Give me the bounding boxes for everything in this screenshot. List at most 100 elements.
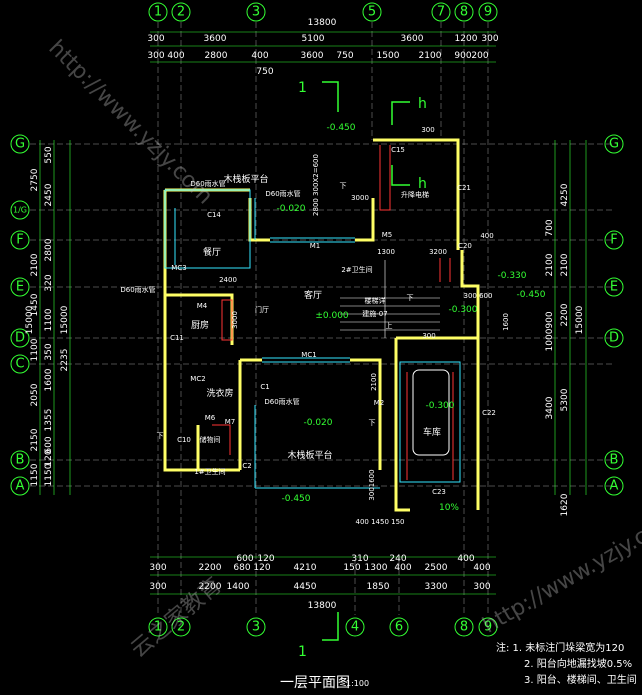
- dim-text: 2200: [199, 582, 222, 592]
- dim-text: 350: [44, 343, 54, 360]
- dim-text: 320: [44, 274, 54, 291]
- dim-text: 1620: [560, 493, 570, 516]
- axis-label: D: [609, 331, 619, 346]
- tag: C23: [432, 488, 446, 496]
- tag: C21: [457, 184, 471, 192]
- axis-bubbles-bottom: 1 2 3 4 6 8 9: [148, 617, 498, 637]
- axis-label: C: [15, 357, 24, 372]
- axis-bubbles-left: G 1/G F E D C B A: [10, 134, 30, 496]
- dim-text: 2200: [560, 303, 570, 326]
- drawing-notes: 注: 1. 未标注门垛梁宽为120 2. 阳台向地漏找坡0.5% 3. 阳台、楼…: [496, 641, 642, 689]
- dim-text: 400: [251, 51, 268, 61]
- dim-text: 2500: [425, 563, 448, 573]
- axis-label: 3: [252, 620, 260, 635]
- dim-text: 400: [167, 51, 184, 61]
- tag: M5: [382, 231, 393, 239]
- room-lift: 升降电梯: [401, 190, 429, 199]
- axis-label: B: [610, 453, 619, 468]
- axis-label: 7: [437, 5, 445, 20]
- level-text: -0.020: [303, 418, 332, 428]
- tag: 400 1450 150: [356, 518, 405, 526]
- section-h-top: h: [418, 96, 427, 112]
- dim-text: 1450: [30, 293, 40, 316]
- tag: M6: [205, 414, 216, 422]
- dim-text: 400: [457, 554, 474, 564]
- dim-text: 150: [343, 563, 360, 573]
- room-garage: 车库: [423, 426, 441, 438]
- left-dimensions: 2750 2100 1450 1100 2050 2150 1150 550 2…: [25, 146, 70, 486]
- tag: M7: [225, 418, 236, 426]
- dim-text: 1500: [377, 51, 400, 61]
- dim-text: 2100: [419, 51, 442, 61]
- axis-label: E: [610, 280, 618, 295]
- dim-text: 400: [473, 563, 490, 573]
- tag: 300: [422, 332, 435, 340]
- tag: 1600: [502, 313, 510, 331]
- tag: C11: [170, 334, 184, 342]
- axis-label: F: [16, 233, 23, 248]
- room-bath2: 2#卫生间: [341, 265, 372, 274]
- dim-text: 600: [236, 554, 253, 564]
- tag: C10: [177, 436, 191, 444]
- room-dining: 餐厅: [203, 246, 221, 258]
- axis-label: 5: [368, 5, 376, 20]
- tag: 2400: [219, 276, 237, 284]
- section-h-bottom: h: [418, 176, 427, 192]
- room-wood-platform-top: 木栈板平台: [223, 173, 268, 185]
- dim-text: 3600: [301, 51, 324, 61]
- dim-text: 1300: [365, 563, 388, 573]
- stair-down: 下: [407, 294, 414, 302]
- axis-bubbles-top: 1 2 3 5 7 8 9: [148, 2, 498, 22]
- tag: 3001600: [368, 469, 376, 500]
- dim-text: 300: [147, 51, 164, 61]
- drawing-scale: 1:100: [346, 679, 370, 688]
- room-living: 客厅: [304, 289, 322, 301]
- axis-lines-vertical: [157, 22, 489, 615]
- dim-total-right: 15000: [575, 305, 585, 334]
- axis-lines-horizontal: [30, 143, 612, 487]
- dim-text: 1600: [44, 368, 54, 391]
- dim-text: 4250: [560, 183, 570, 206]
- drain-pipe-label: D60雨水管: [264, 397, 299, 406]
- axis-label: 9: [484, 5, 492, 20]
- dim-text: 1355: [44, 409, 54, 432]
- tag: 300: [421, 126, 434, 134]
- dim-total-top: 13800: [308, 18, 337, 28]
- axis-label: 1/G: [13, 206, 27, 215]
- tag: MC1: [301, 351, 316, 359]
- slope-text: 10%: [439, 503, 459, 513]
- dim-text: 1850: [367, 582, 390, 592]
- dim-text: 310: [351, 554, 368, 564]
- dimension-lines: [39, 31, 587, 595]
- note-line: 3. 阳台、楼梯间、卫生间: [524, 675, 637, 686]
- dim-text: 120: [44, 449, 54, 466]
- dim-text: 2800: [44, 238, 54, 261]
- level-text: -0.300: [448, 305, 477, 315]
- tag: 1300: [377, 248, 395, 256]
- dim-text: 4210: [294, 563, 317, 573]
- stair-down: 下: [369, 419, 376, 427]
- room-laundry: 洗衣房: [206, 387, 233, 399]
- axis-label: 2: [177, 5, 185, 20]
- axis-label: G: [15, 137, 25, 152]
- room-vestibule: 门厅: [255, 305, 269, 314]
- section-marks: 1 1 h h: [298, 80, 427, 660]
- dim-text: 2100: [30, 253, 40, 276]
- tags: C14 C15 C21 C20 C22 C10 C11 C1 C2 M1 M2 …: [170, 126, 510, 526]
- tag: C2: [242, 462, 251, 470]
- dim-text: 750: [256, 67, 273, 77]
- dim-text: 3400: [545, 396, 555, 419]
- stair-lines: [340, 260, 440, 338]
- section-mark-bottom: 1: [298, 644, 307, 660]
- room-bath1: 1#卫生间: [194, 467, 225, 476]
- tag: MC2: [190, 375, 205, 383]
- axis-label: D: [15, 331, 25, 346]
- axis-label: 2: [177, 620, 185, 635]
- dim-text: 3600: [401, 34, 424, 44]
- level-text: -0.450: [516, 290, 545, 300]
- axis-label: 1: [154, 5, 162, 20]
- dim-text: 300: [481, 34, 498, 44]
- axis-label: 6: [395, 620, 403, 635]
- dim-text: 1200: [455, 34, 478, 44]
